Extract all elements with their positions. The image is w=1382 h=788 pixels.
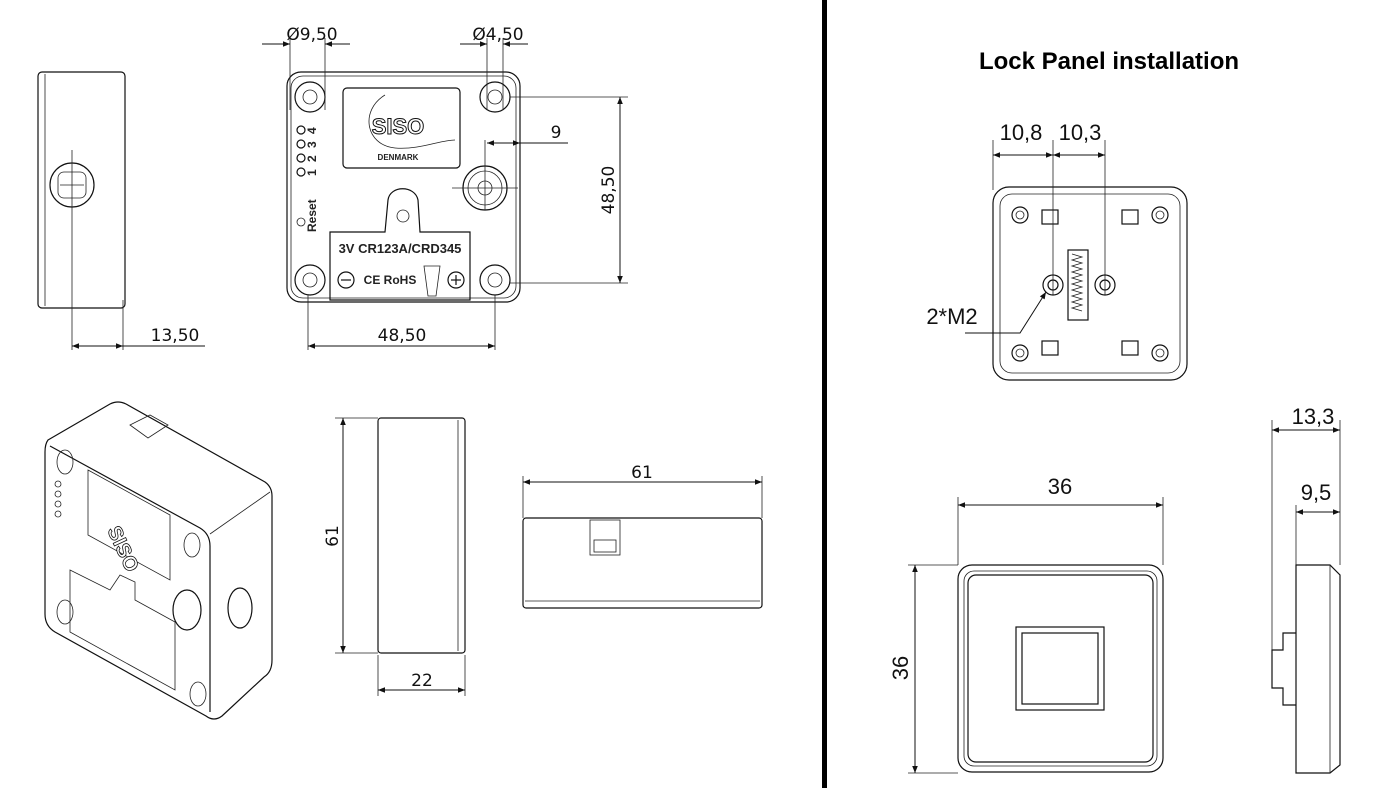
svg-text:1: 1 xyxy=(305,169,319,176)
dim-panel-height: 36 xyxy=(888,656,913,680)
battery-cover: 3V CR123A/CRD345 CE RoHS xyxy=(329,188,471,301)
dim-body-depth: 9,5 xyxy=(1301,480,1332,505)
lock-side-view-2: 61 22 xyxy=(323,417,466,696)
dim-hole-left: 10,8 xyxy=(1000,120,1043,145)
dim-side-depth: 13,50 xyxy=(151,326,200,346)
reset-label: Reset xyxy=(305,199,319,232)
svg-text:SISO: SISO xyxy=(372,114,425,139)
reset-button-icon xyxy=(296,217,306,227)
svg-text:CE RoHS: CE RoHS xyxy=(364,273,417,287)
svg-text:DENMARK: DENMARK xyxy=(378,153,419,162)
svg-text:2: 2 xyxy=(305,155,319,162)
lock-top-view: 61 xyxy=(522,463,763,609)
dim-center-offset: 9 xyxy=(551,123,562,143)
led-indicators: 1 2 3 4 xyxy=(296,125,319,177)
panel-divider xyxy=(822,0,827,788)
screw-label: 2*M2 xyxy=(926,304,977,329)
dim-width: 61 xyxy=(631,463,653,483)
svg-text:4: 4 xyxy=(305,127,319,134)
dim-panel-width: 36 xyxy=(1048,474,1072,499)
lock-front-view: SISO DENMARK 1 2 3 4 Reset 3V CR123A/CRD… xyxy=(262,25,628,350)
siso-logo: SISO DENMARK xyxy=(342,87,461,169)
panel-back-view: 10,8 10,3 2*M2 xyxy=(926,120,1188,381)
dim-height: 61 xyxy=(323,525,343,547)
section-title: Lock Panel installation xyxy=(979,48,1239,75)
panel-side-view: 13,3 9,5 xyxy=(1271,404,1341,774)
svg-text:3V CR123A/CRD345: 3V CR123A/CRD345 xyxy=(339,241,462,256)
lock-side-view: 13,50 xyxy=(37,71,205,350)
dim-hole-spacing-h: 48,50 xyxy=(378,326,427,346)
svg-text:3: 3 xyxy=(305,141,319,148)
dim-thickness: 22 xyxy=(411,671,433,691)
dim-hole-right: 10,3 xyxy=(1059,120,1102,145)
dim-large-hole: Ø9,50 xyxy=(286,25,337,45)
dim-small-hole: Ø4,50 xyxy=(472,25,523,45)
dim-total-depth: 13,3 xyxy=(1292,404,1335,429)
center-hole xyxy=(452,140,518,211)
dim-hole-spacing-v: 48,50 xyxy=(599,166,619,215)
panel-front-view: 36 36 xyxy=(888,474,1164,774)
